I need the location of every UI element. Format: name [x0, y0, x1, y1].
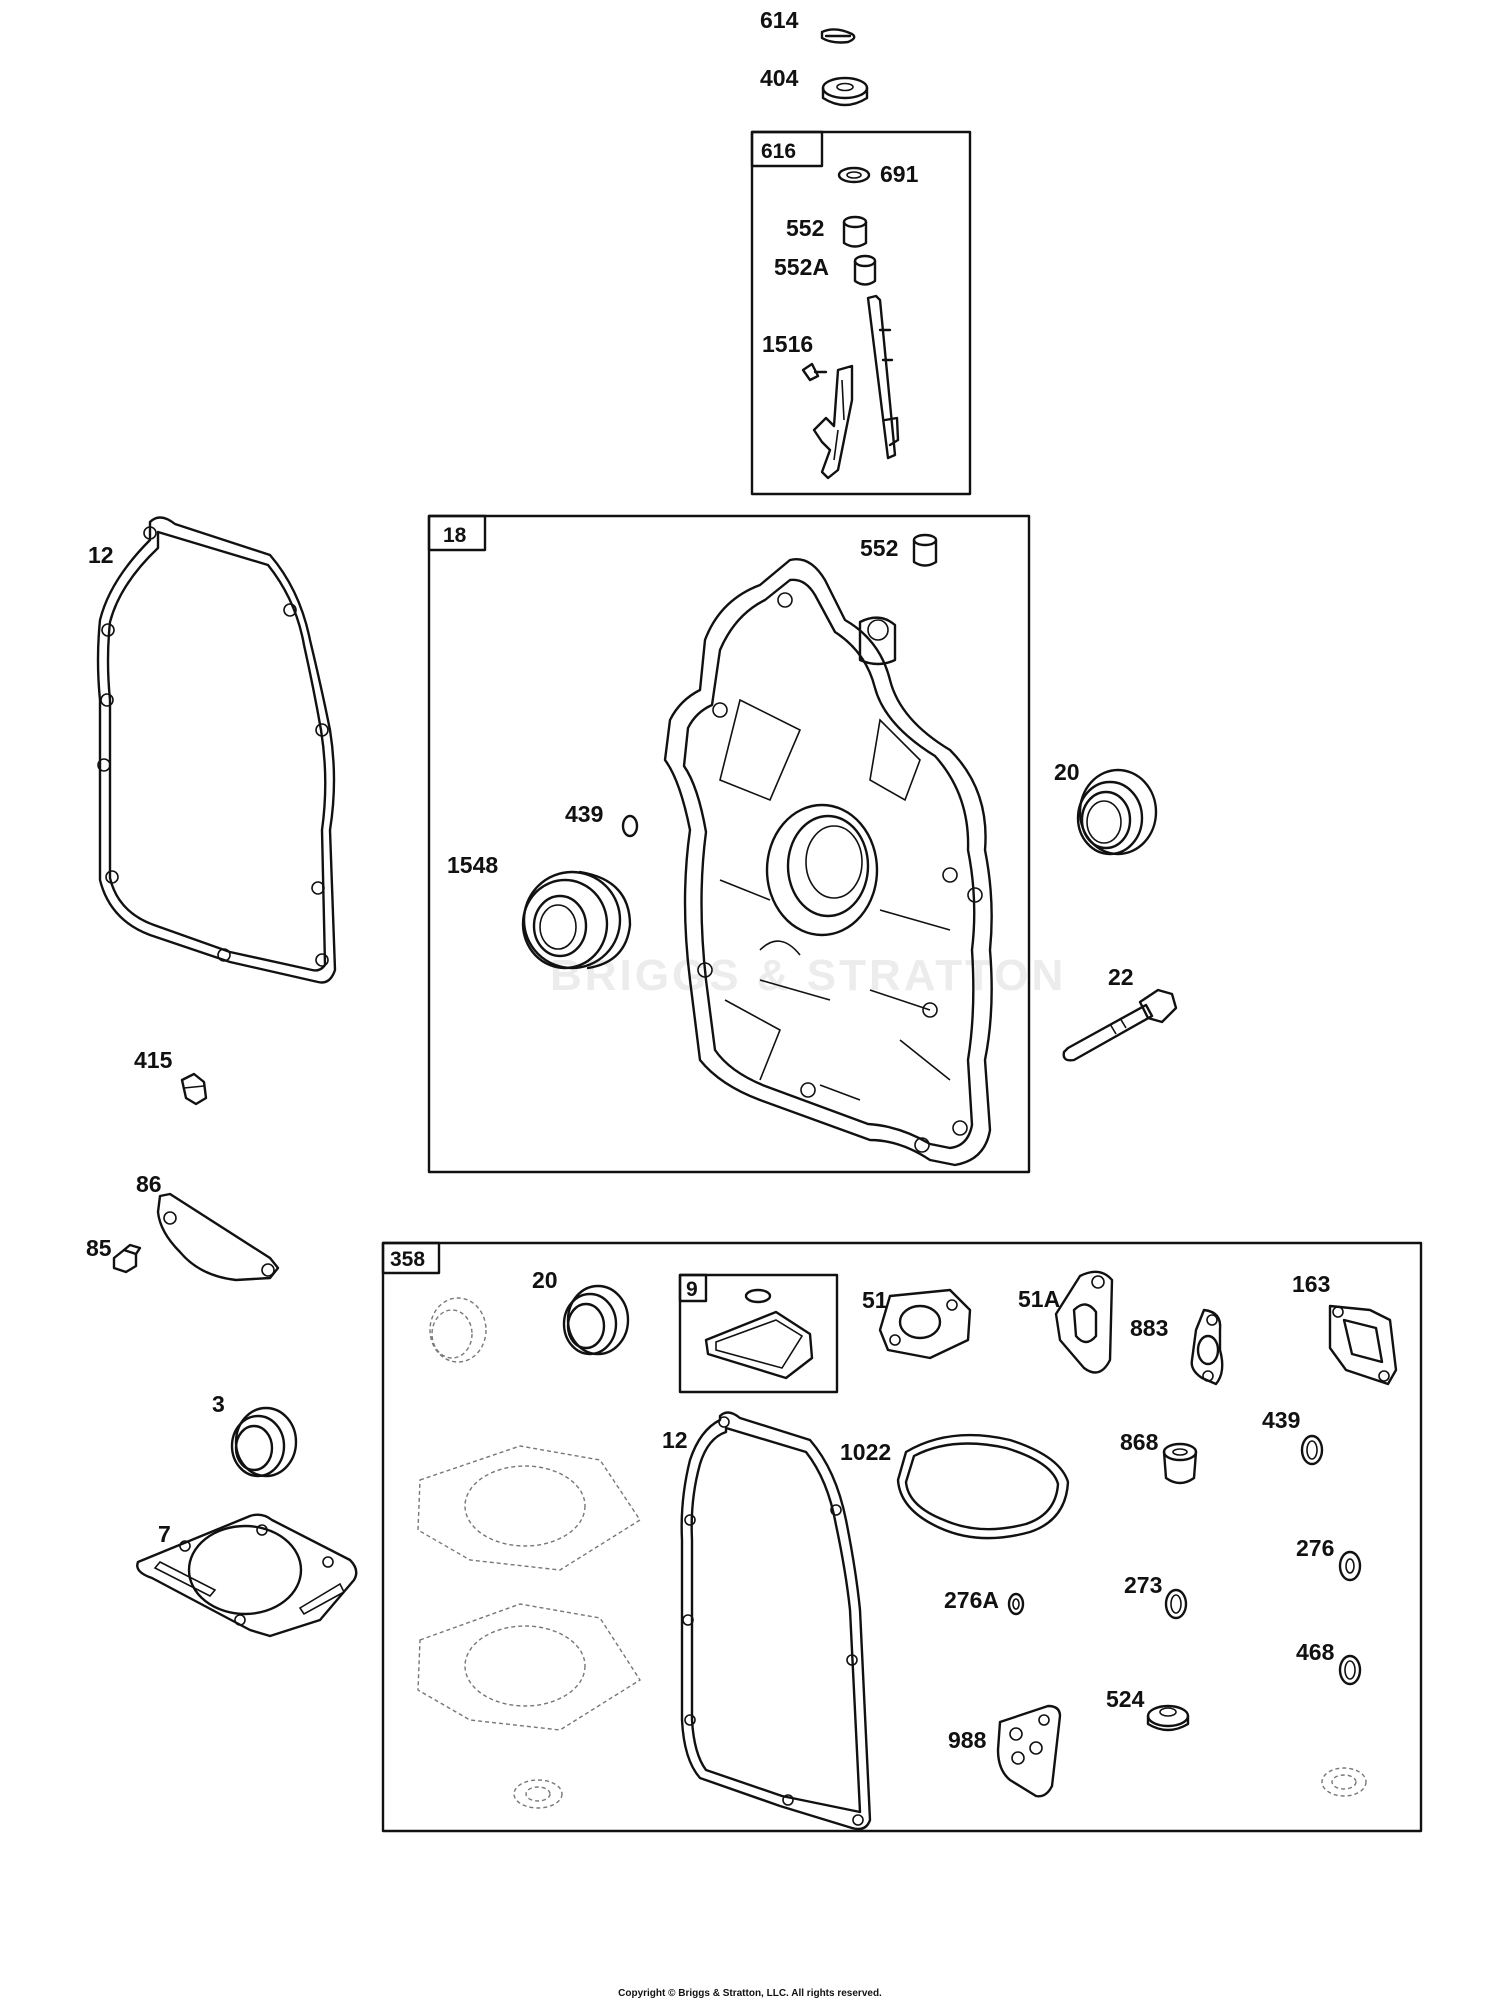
label-7: 7: [158, 1521, 171, 1547]
label-552: 552: [786, 215, 824, 241]
label-3: 3: [212, 1391, 225, 1417]
oring-439-cover-part[interactable]: [621, 814, 639, 838]
gasket-sub-box: 9: [678, 1273, 839, 1394]
label-404: 404: [760, 65, 799, 91]
label-415: 415: [134, 1047, 173, 1073]
ghost-head-gasket-lower: [417, 1603, 641, 1731]
governor-shaft-part[interactable]: [866, 294, 900, 460]
oring-439-kit-part[interactable]: [1300, 1434, 1324, 1466]
label-12-kit: 12: [662, 1427, 688, 1453]
label-51A: 51A: [1018, 1286, 1060, 1312]
label-439-kit: 439: [1262, 1407, 1300, 1433]
ghost-seal-part: [429, 1297, 487, 1363]
label-468: 468: [1296, 1639, 1335, 1665]
washer-404-part[interactable]: [821, 76, 869, 107]
cover-gasket-9-part[interactable]: [704, 1310, 814, 1380]
label-12-left: 12: [88, 542, 114, 568]
bearing-1548-part[interactable]: [521, 870, 632, 970]
label-883: 883: [1130, 1315, 1168, 1341]
watermark: BRIGGS & STRATTON: [550, 951, 1066, 1000]
washer-691-part[interactable]: [837, 166, 871, 184]
washer-276-part[interactable]: [1338, 1550, 1362, 1582]
label-691: 691: [880, 161, 919, 187]
gasket-1022-part[interactable]: [896, 1433, 1070, 1540]
governor-kit-box: 616: [750, 130, 972, 496]
label-614: 614: [760, 7, 799, 33]
label-552A: 552A: [774, 254, 829, 280]
gasket-883-part[interactable]: [1190, 1308, 1224, 1386]
label-163: 163: [1292, 1271, 1330, 1297]
oring-468-part[interactable]: [1338, 1654, 1362, 1686]
label-868: 868: [1120, 1429, 1159, 1455]
box-label-358: 358: [390, 1248, 425, 1271]
oil-seal-20-part[interactable]: [1076, 768, 1158, 856]
cotter-pin-part[interactable]: [820, 28, 856, 44]
screw-85-part[interactable]: [112, 1243, 142, 1274]
cover-86-part[interactable]: [156, 1192, 280, 1282]
label-85: 85: [86, 1235, 112, 1261]
washer-276A-part[interactable]: [1007, 1592, 1025, 1616]
oil-seal-20-kit-part[interactable]: [562, 1284, 630, 1356]
label-276A: 276A: [944, 1587, 999, 1613]
washer-9-part[interactable]: [744, 1288, 772, 1304]
label-988: 988: [948, 1727, 987, 1753]
gasket-988-part[interactable]: [996, 1704, 1062, 1798]
bushing-552-cover-part[interactable]: [912, 533, 938, 567]
ghost-washer: [513, 1779, 563, 1809]
label-1516: 1516: [762, 331, 813, 357]
gasket-set-box: 358: [381, 1241, 1423, 1833]
box-label-9: 9: [686, 1278, 698, 1301]
crankcase-cover-box: 18: [427, 514, 1031, 1174]
plug-415-part[interactable]: [180, 1072, 208, 1106]
bushing-552-part[interactable]: [842, 215, 868, 248]
label-276: 276: [1296, 1535, 1334, 1561]
cap-524-part[interactable]: [1146, 1704, 1190, 1732]
label-20-kit: 20: [532, 1267, 558, 1293]
label-51: 51: [862, 1287, 888, 1313]
oil-seal-3-part[interactable]: [230, 1406, 298, 1478]
bushing-552A-part[interactable]: [853, 254, 877, 286]
crankcase-gasket-12-kit-part[interactable]: [680, 1411, 872, 1831]
ghost-seal-lower-right: [1321, 1767, 1367, 1797]
label-22: 22: [1108, 964, 1134, 990]
gasket-51-part[interactable]: [878, 1288, 972, 1360]
ghost-head-gasket-upper: [417, 1445, 641, 1571]
box-label-18: 18: [443, 524, 467, 547]
label-524: 524: [1106, 1686, 1145, 1712]
bolt-22-part[interactable]: [1062, 988, 1178, 1062]
gasket-163-part[interactable]: [1328, 1304, 1398, 1386]
valve-seal-868-part[interactable]: [1162, 1442, 1198, 1485]
label-552-cover: 552: [860, 535, 898, 561]
label-1548: 1548: [447, 852, 498, 878]
label-20-right: 20: [1054, 759, 1080, 785]
crankcase-cover-part[interactable]: [663, 558, 993, 1167]
gasket-51A-part[interactable]: [1054, 1270, 1114, 1374]
screw-1516-part[interactable]: [801, 362, 828, 382]
copyright-notice: Copyright © Briggs & Stratton, LLC. All …: [618, 1988, 882, 1999]
crankcase-gasket-12-part[interactable]: [96, 516, 337, 984]
head-gasket-7-part[interactable]: [136, 1513, 358, 1638]
oring-273-part[interactable]: [1164, 1588, 1188, 1620]
label-1022: 1022: [840, 1439, 891, 1465]
label-86: 86: [136, 1171, 162, 1197]
label-273: 273: [1124, 1572, 1162, 1598]
label-439-cover: 439: [565, 801, 603, 827]
box-label-616: 616: [761, 140, 796, 163]
governor-arm-part[interactable]: [812, 364, 854, 480]
